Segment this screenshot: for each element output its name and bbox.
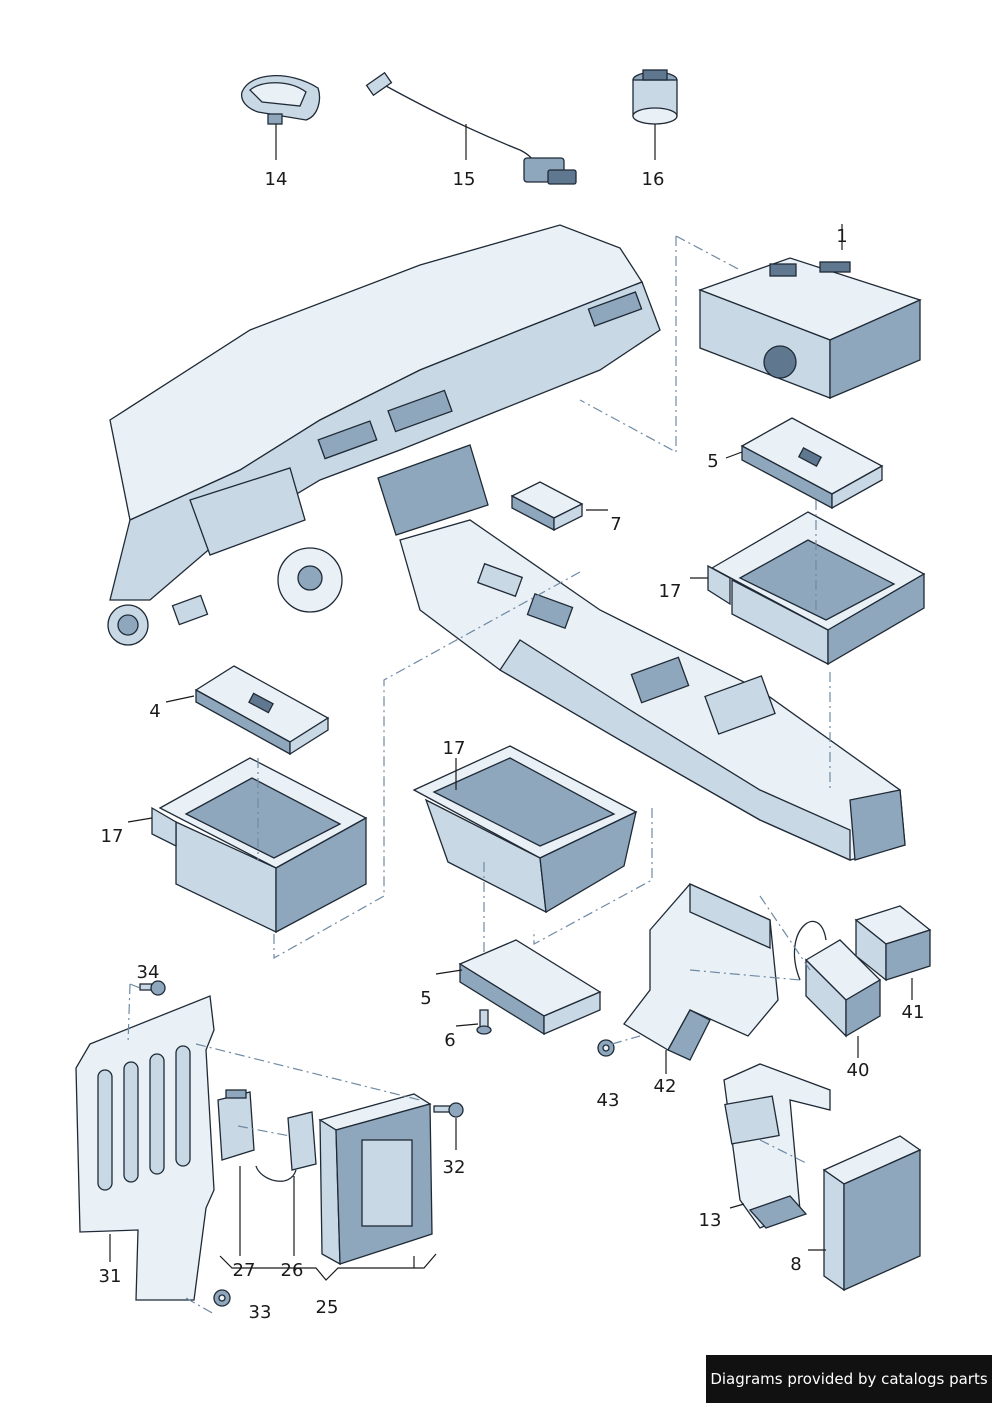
part-15-cable (365, 71, 577, 185)
label-5-upper: 5 (707, 451, 718, 472)
label-31: 31 (99, 1266, 122, 1287)
label-32: 32 (443, 1157, 466, 1178)
label-41: 41 (902, 1002, 925, 1023)
label-14: 14 (265, 169, 288, 190)
credit-text: Diagrams provided by catalogs parts (710, 1370, 988, 1388)
part-1-module (698, 257, 922, 399)
part-17-upper-tray (707, 511, 926, 666)
dashboard-assembly (107, 224, 906, 862)
part-31-shield (75, 995, 215, 1301)
label-1: 1 (836, 226, 847, 247)
label-17-upper: 17 (659, 581, 682, 602)
label-34: 34 (137, 962, 160, 983)
part-43-nut (597, 1039, 615, 1057)
part-labels: 14 15 16 1 5 7 17 4 17 17 34 5 6 41 40 4… (99, 169, 925, 1323)
part-16-connector (632, 69, 678, 125)
part-7-plug (510, 481, 584, 532)
label-43: 43 (597, 1090, 620, 1111)
part-17-center-bin (412, 745, 638, 914)
part-13-bracket (723, 1063, 831, 1229)
label-17-left: 17 (101, 826, 124, 847)
label-4: 4 (149, 701, 160, 722)
part-8-control-unit (822, 1135, 922, 1292)
part-17-left-box (151, 757, 368, 934)
label-17-center: 17 (443, 738, 466, 759)
label-13: 13 (699, 1210, 722, 1231)
label-15: 15 (453, 169, 476, 190)
part-32-screw (433, 1102, 464, 1118)
part-42-bracket (623, 882, 779, 1061)
part-33-nut (213, 1289, 231, 1307)
label-25: 25 (316, 1297, 339, 1318)
label-8: 8 (790, 1254, 801, 1275)
label-16: 16 (642, 169, 665, 190)
label-27: 27 (233, 1260, 256, 1281)
part-25-control-unit (318, 1093, 433, 1266)
label-26: 26 (281, 1260, 304, 1281)
part-40-module (793, 920, 882, 1038)
label-7: 7 (610, 514, 621, 535)
part-14-antenna (240, 75, 321, 125)
label-40: 40 (847, 1060, 870, 1081)
reference-lines (127, 235, 831, 1315)
part-4-module (194, 665, 330, 756)
label-6: 6 (444, 1030, 455, 1051)
part-27-module (217, 1089, 255, 1161)
part-5-lower-module (458, 939, 602, 1036)
part-41-module (854, 905, 932, 982)
part-5-upper-module (740, 417, 884, 510)
label-33: 33 (249, 1302, 272, 1323)
label-5-lower: 5 (420, 988, 431, 1009)
leader-lines (109, 124, 913, 1281)
part-6-screw (476, 1009, 492, 1035)
credit-banner: Diagrams provided by catalogs parts (706, 1355, 992, 1403)
label-42: 42 (654, 1076, 677, 1097)
part-34-screw (139, 980, 166, 996)
part-26-cable (255, 1111, 317, 1182)
